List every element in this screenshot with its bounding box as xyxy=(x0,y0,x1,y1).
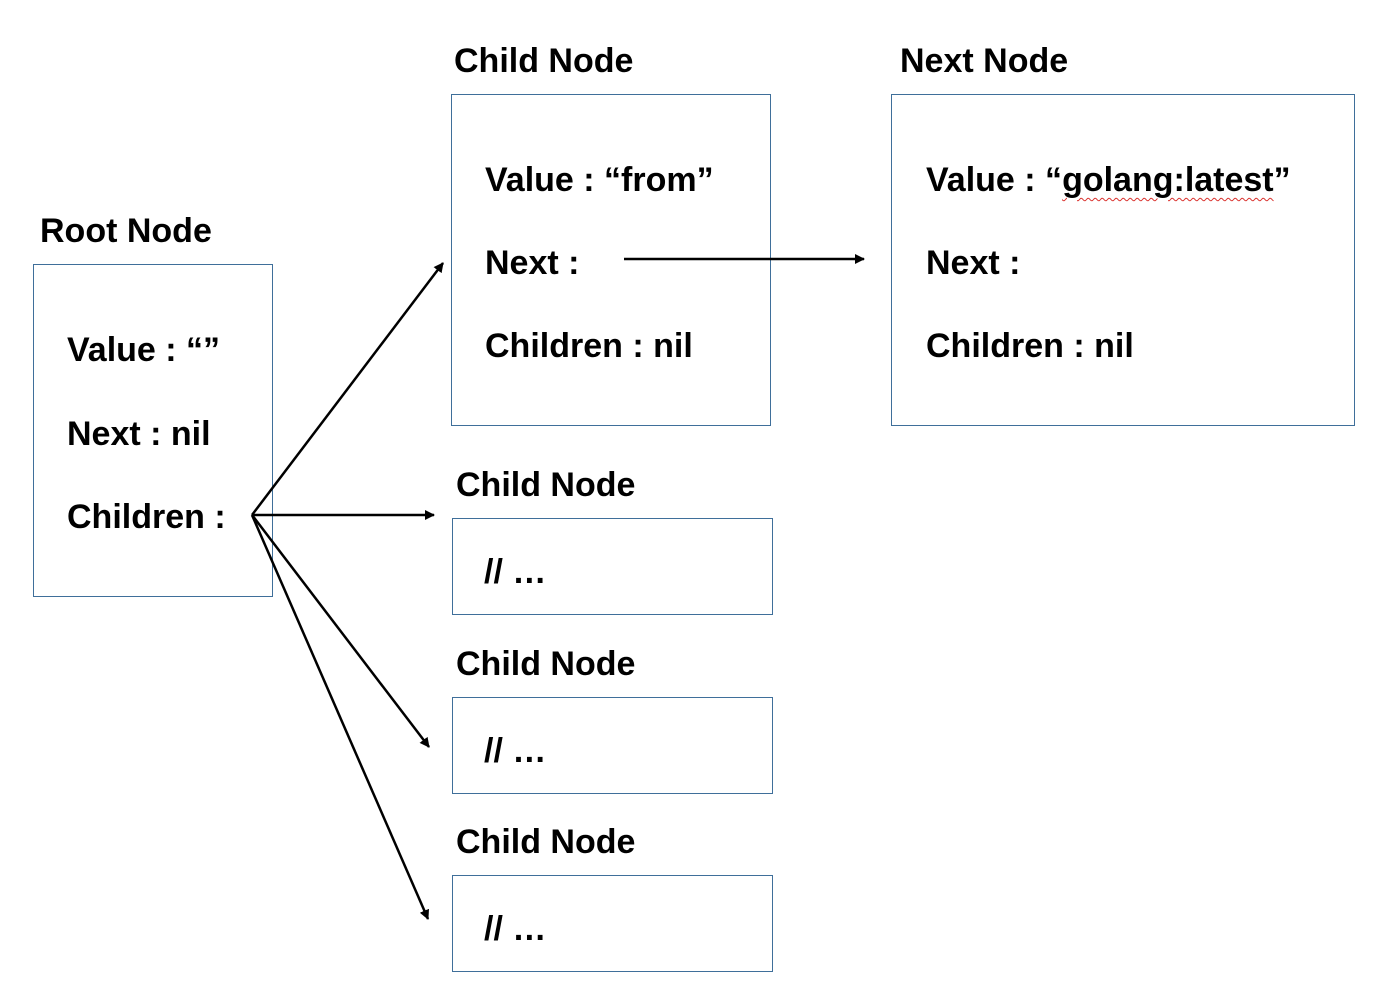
root-node-children: Children : xyxy=(67,498,226,536)
child-node-3-content: // … xyxy=(484,910,547,948)
child-node-2-box: // … xyxy=(452,697,773,794)
next-node-children: Children : nil xyxy=(926,327,1134,365)
root-node-title: Root Node xyxy=(40,212,212,250)
child-node-2-title: Child Node xyxy=(456,645,636,683)
next-node-value-text: golang:latest xyxy=(1062,161,1274,199)
child-node-main-value: Value : “from” xyxy=(485,161,714,199)
next-node-next: Next : xyxy=(926,244,1021,282)
next-node-value-suffix: ” xyxy=(1273,161,1291,199)
arrow-root-to-child-2 xyxy=(251,514,430,748)
child-node-main-box: Value : “from” Next : Children : nil xyxy=(451,94,771,426)
child-node-main-next: Next : xyxy=(485,244,580,282)
child-node-3-box: // … xyxy=(452,875,773,972)
child-node-3-title: Child Node xyxy=(456,823,636,861)
child-node-main-children: Children : nil xyxy=(485,327,693,365)
arrow-root-to-child-3 xyxy=(250,514,430,920)
child-node-1-content: // … xyxy=(484,553,547,591)
next-node-box: Value : “golang:latest” Next : Children … xyxy=(891,94,1355,426)
root-node-value: Value : “” xyxy=(67,331,221,369)
child-node-2-content: // … xyxy=(484,732,547,770)
child-node-1-title: Child Node xyxy=(456,466,636,504)
root-node-box: Value : “” Next : nil Children : xyxy=(33,264,273,597)
next-node-value: Value : “golang:latest” xyxy=(926,163,1291,197)
next-node-value-prefix: Value : “ xyxy=(926,161,1063,199)
next-node-title: Next Node xyxy=(900,42,1069,80)
arrow-root-to-child-main xyxy=(251,262,444,516)
root-node-next: Next : nil xyxy=(67,415,211,453)
child-node-main-title: Child Node xyxy=(454,42,634,80)
child-node-1-box: // … xyxy=(452,518,773,615)
